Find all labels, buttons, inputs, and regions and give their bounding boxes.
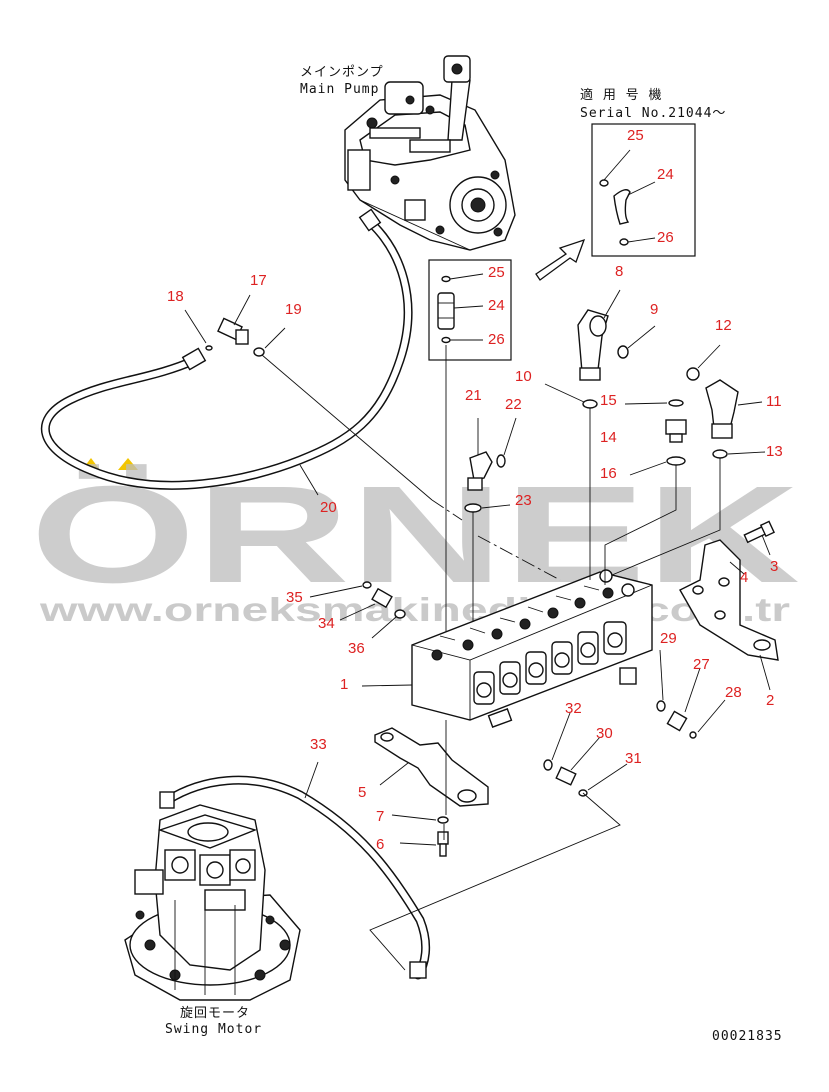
callout-11: 11: [766, 393, 782, 410]
part-22: [496, 454, 506, 468]
hose-20: [40, 208, 413, 490]
drawing-number: 00021835: [712, 1029, 783, 1044]
callout-35: 35: [286, 589, 303, 606]
washer-7: [437, 816, 449, 824]
callout-17: 17: [250, 272, 267, 289]
valve-spools: [473, 621, 627, 705]
callout-32: 32: [565, 700, 582, 717]
callout-9: 9: [650, 301, 658, 318]
serial-label-jp: 適 用 号 機: [580, 87, 662, 103]
swing-motor-label-jp: 旋回モータ: [180, 1006, 250, 1021]
callout-28: 28: [725, 684, 742, 701]
fitting-27: [666, 710, 688, 732]
inset-box: [428, 259, 512, 361]
callout-5: 5: [358, 784, 366, 801]
callout-25: 25: [488, 264, 505, 281]
main-pump-label-en: Main Pump: [300, 82, 379, 97]
fitting-34: [371, 587, 393, 609]
serial-label-en: Serial No.21044～: [580, 106, 726, 121]
part-18: [205, 345, 213, 351]
callout-24: 24: [488, 297, 505, 314]
serial-callout-24: 24: [657, 166, 674, 183]
part-29: [656, 700, 666, 712]
callout-34: 34: [318, 615, 335, 632]
part-36: [394, 609, 406, 619]
callout-13: 13: [766, 443, 783, 460]
part-9: [617, 345, 629, 359]
callout-31: 31: [625, 750, 642, 767]
part-12: [686, 367, 700, 381]
bolt-6: [437, 831, 449, 857]
change-arrow: [535, 238, 586, 281]
watermark-url: www.orneksmakinedimen.com.tr: [39, 591, 791, 628]
serial-callout-25: 25: [627, 127, 644, 144]
part-10: [582, 399, 598, 409]
elbow-11: [705, 379, 739, 439]
callout-16: 16: [600, 465, 617, 482]
callout-15: 15: [600, 392, 617, 409]
main-pump: [344, 55, 516, 251]
part-13: [712, 449, 728, 459]
callout-3: 3: [770, 558, 778, 575]
callout-1: 1: [340, 676, 348, 693]
bracket-5: [374, 727, 489, 807]
callout-14: 14: [600, 429, 617, 446]
callouts: 1 2 3 4 5 6 7 8 9 10 11 12 13 14 15 16 1…: [167, 127, 783, 853]
main-pump-label-jp: メインポンプ: [300, 65, 384, 80]
serial-inset-box: [591, 123, 696, 257]
part-19: [253, 347, 265, 357]
fitting-30: [555, 766, 577, 786]
callout-26: 26: [488, 331, 505, 348]
fitting-17: [217, 317, 249, 345]
bracket-2: [679, 539, 779, 661]
callout-18: 18: [167, 288, 184, 305]
part-28: [689, 731, 697, 739]
callout-36: 36: [348, 640, 365, 657]
leader-lines: [184, 289, 771, 971]
swing-motor: [124, 804, 301, 1001]
part-23: [464, 503, 482, 513]
part-35: [362, 581, 372, 589]
callout-21: 21: [465, 387, 482, 404]
callout-27: 27: [693, 656, 710, 673]
callout-23: 23: [515, 492, 532, 509]
callout-10: 10: [515, 368, 532, 385]
callout-29: 29: [660, 630, 677, 647]
callout-8: 8: [615, 263, 623, 280]
bolt-3: [743, 520, 775, 544]
swing-motor-label-en: Swing Motor: [165, 1022, 262, 1037]
elbow-8: [577, 309, 609, 381]
callout-30: 30: [596, 725, 613, 742]
callout-33: 33: [310, 736, 327, 753]
callout-6: 6: [376, 836, 384, 853]
part-32: [543, 759, 553, 771]
hose-33: [159, 775, 431, 980]
fitting-14: [665, 419, 687, 443]
part-15: [668, 399, 684, 407]
callout-2: 2: [766, 692, 774, 709]
callout-12: 12: [715, 317, 732, 334]
callout-20: 20: [320, 499, 337, 516]
control-valve: [411, 569, 653, 728]
serial-callout-26: 26: [657, 229, 674, 246]
callout-19: 19: [285, 301, 302, 318]
part-16: [666, 456, 686, 466]
callout-4: 4: [740, 569, 748, 586]
callout-7: 7: [376, 808, 384, 825]
callout-22: 22: [505, 396, 522, 413]
elbow-21: [467, 451, 493, 491]
